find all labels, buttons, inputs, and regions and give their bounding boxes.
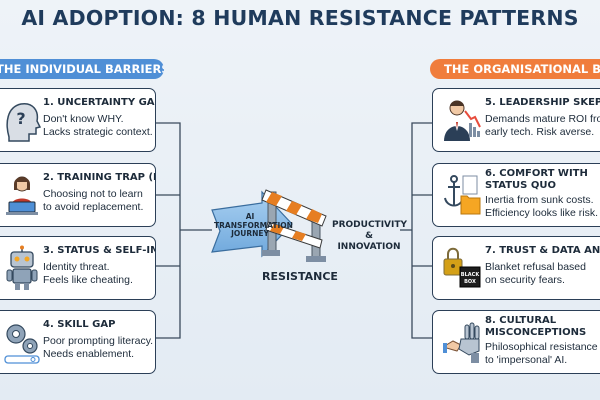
card-heading-line: 8. CULTURAL [485,315,557,326]
card-text: Blanket refusal based on security fears. [485,261,600,286]
card-text: Demands mature ROI from early tech. Risk… [485,113,600,138]
card-text-line: on security fears. [485,273,565,286]
card-text: Don't know WHY. Lacks strategic context. [43,113,155,138]
journey-arrow-label: AI TRANSFORMATION JOURNEY [214,212,293,239]
executive-chart-icon [444,100,481,141]
individual-barriers-header: THE INDIVIDUAL BARRIERS [0,59,164,79]
card-heading: 8. CULTURAL MISCONCEPTIONS [485,315,586,338]
card-cultural-misconceptions: 8. CULTURAL MISCONCEPTIONS Philosophical… [432,310,600,374]
person-laptop-icon [6,176,38,215]
card-text-line: Poor prompting literacy. [43,335,154,347]
resistance-label: RESISTANCE [262,270,338,283]
card-heading: 6. COMFORT WITH STATUS QUO [485,168,588,191]
card-heading-line: 6. COMFORT WITH [485,168,588,179]
card-text-line: Blanket refusal based [485,261,586,273]
handshake-icon [443,322,480,363]
card-text-line: to avoid replacement. [43,200,144,213]
card-text-line: to 'impersonal' AI. [485,353,568,366]
card-text-line: early tech. Risk averse. [485,125,595,138]
question-head-icon: ? [6,102,41,142]
anchor-folder-icon [444,175,481,215]
barrier-icon [261,189,327,262]
card-comfort-status-quo: 6. COMFORT WITH STATUS QUO Inertia from … [432,163,600,227]
card-text: Philosophical resistance to 'impersonal'… [485,341,600,366]
card-trust-data-anxiety: BLACK BOX 7. TRUST & DATA ANXIETY Blanke… [432,236,600,300]
card-skill-gap: 4. SKILL GAP Poor prompting literacy. Ne… [0,310,156,374]
card-heading-line: STATUS QUO [485,179,556,191]
card-text-line: Philosophical resistance [485,341,598,353]
card-leadership-skepticism: 5. LEADERSHIP SKEPTICISM Demands mature … [432,88,600,152]
blackbox-label: BOX [464,279,476,285]
card-text: Choosing not to learn to avoid replaceme… [43,188,155,213]
card-heading: 4. SKILL GAP [43,319,116,330]
card-text-line: Demands mature ROI from [485,113,600,125]
card-heading: 5. LEADERSHIP SKEPTICISM [485,97,600,108]
gears-icon [4,324,40,364]
productivity-label: PRODUCTIVITY & INNOVATION [332,220,408,253]
card-text-line: Choosing not to learn [43,188,143,200]
card-text-line: Needs enablement. [43,347,135,360]
organisational-barriers-header: THE ORGANISATIONAL BARRIERS [430,59,600,79]
goal-label-line: PRODUCTIVITY [332,220,408,230]
card-heading: 3. STATUS & SELF-IMAGE [43,245,155,256]
card-text-line: Inertia from sunk costs. [485,194,594,206]
card-text-line: Lacks strategic context. [43,125,153,138]
card-text-line: Feels like cheating. [43,273,133,286]
journey-label-line: AI [245,212,255,221]
journey-label-line: JOURNEY [231,229,269,238]
robot-icon [6,245,38,290]
card-status-self-image: 3. STATUS & SELF-IMAGE Identity threat. … [0,236,156,300]
card-text: Poor prompting literacy. Needs enablemen… [43,335,155,360]
card-heading: 2. TRAINING TRAP (FEAR) [43,172,155,183]
page-title: AI ADOPTION: 8 HUMAN RESISTANCE PATTERNS [21,6,579,30]
lock-blackbox-icon: BLACK BOX [443,247,481,288]
card-text-line: Don't know WHY. [43,113,124,125]
goal-label-line: & INNOVATION [337,231,401,252]
card-uncertainty-gap: ? 1. UNCERTAINTY GAP Don't know WHY. Lac… [0,88,156,152]
card-text: Inertia from sunk costs. Efficiency look… [485,194,600,219]
card-heading-line: MISCONCEPTIONS [485,326,587,338]
journey-label-line: TRANSFORMATION [214,220,293,230]
svg-text:?: ? [16,109,25,128]
card-heading: 1. UNCERTAINTY GAP [43,97,156,108]
card-text-line: Identity threat. [43,261,110,273]
card-text: Identity threat. Feels like cheating. [43,261,155,286]
card-text-line: Efficiency looks like risk. [485,206,599,219]
card-training-trap: 2. TRAINING TRAP (FEAR) Choosing not to … [0,163,156,227]
card-heading: 7. TRUST & DATA ANXIETY [485,245,600,256]
blackbox-label: BLACK [461,272,481,278]
